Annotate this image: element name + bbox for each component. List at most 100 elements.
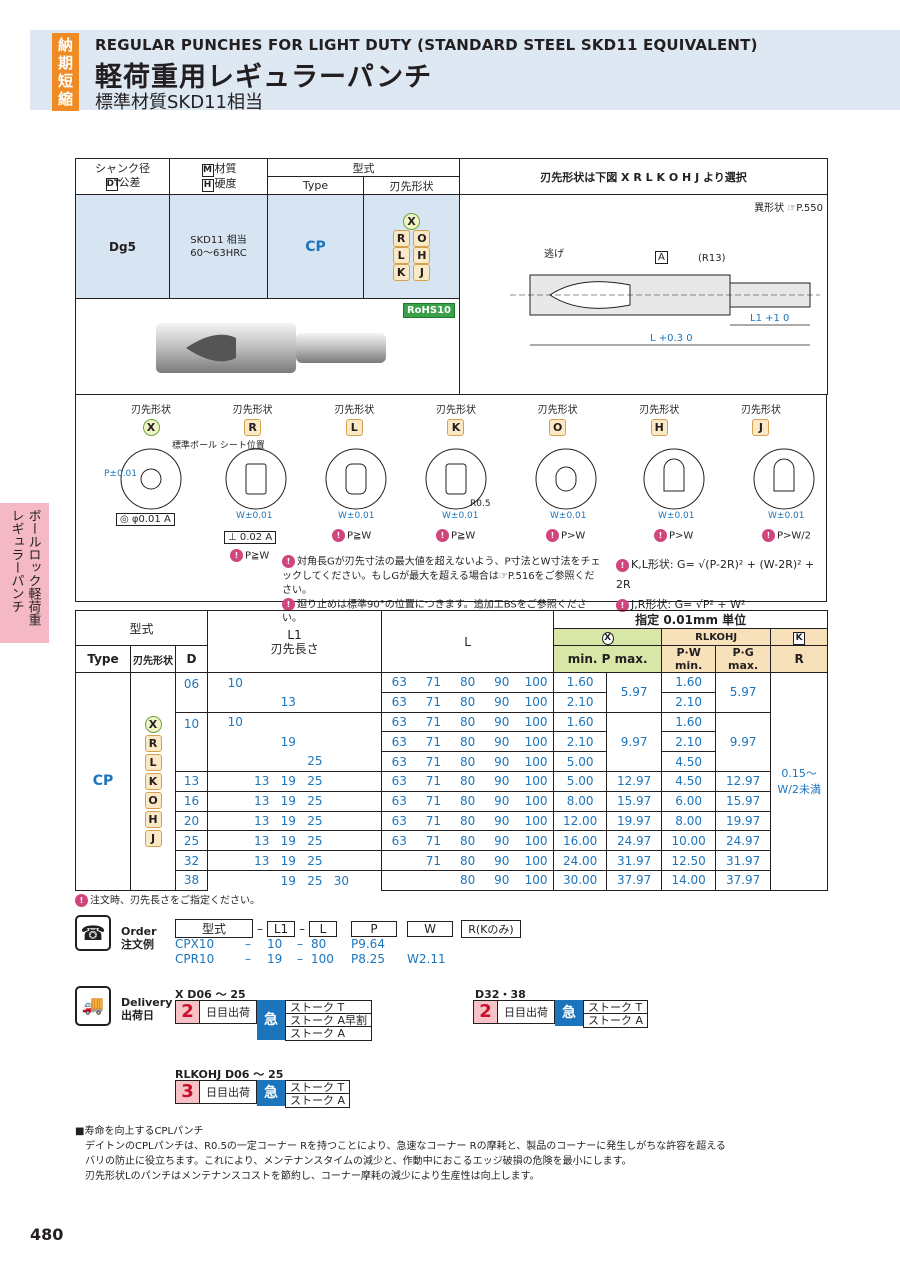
w-dim: W±0.01	[658, 511, 695, 521]
l-value: 80	[459, 833, 476, 848]
relief-label: 逃げ	[544, 249, 564, 260]
row-pwmin: 6.00	[661, 790, 717, 812]
l-value: 80	[459, 675, 476, 690]
hint-icon: !	[616, 558, 629, 572]
order-col: L1	[267, 920, 295, 937]
row-pwmin: 2.10	[661, 691, 717, 713]
l1-value	[328, 676, 355, 690]
l-value: 71	[425, 714, 442, 729]
w-dim: W±0.01	[442, 511, 479, 521]
hardness-value: 60～63HRC	[190, 247, 247, 259]
m-mark: M	[201, 163, 214, 177]
express-mark: 急	[257, 1000, 285, 1040]
shape-note-1: 対角長Gが刃先寸法の最大値を超えないよう、P寸法とW寸法をチェックしてください。…	[282, 556, 601, 596]
hint-icon: !	[762, 529, 775, 542]
row-shape-code: R	[144, 734, 162, 752]
stroke-a-early: ストーク A早割	[286, 1014, 372, 1027]
row-pgmax: 5.97	[715, 672, 772, 713]
l1-value	[355, 715, 382, 729]
shape-code-cell: X R O L H K J	[363, 194, 460, 299]
l1-value: 19	[280, 813, 296, 828]
material-value: SKD11 相当	[190, 234, 247, 246]
order-format: 型式– L1– L P W R(Kのみ)	[175, 919, 521, 938]
l1-value	[275, 754, 302, 768]
row-pwmin: 14.00	[661, 869, 717, 891]
l1-value	[328, 735, 355, 749]
w-dim: W±0.01	[768, 511, 805, 521]
l1-value	[302, 695, 329, 709]
l1-value	[355, 834, 382, 848]
delivery-g2-title: D32・38	[475, 988, 526, 1001]
days-label: 日目出荷	[206, 1006, 250, 1019]
l1-value	[355, 774, 382, 788]
l1-value: 25	[307, 833, 323, 848]
l-value: 71	[425, 695, 442, 710]
shape-code-k: K	[392, 263, 410, 281]
shape-label: 刃先形状	[740, 405, 781, 416]
l-value: 100	[524, 774, 548, 789]
express-mark: 急	[257, 1080, 285, 1106]
l-value: 90	[494, 714, 510, 729]
row-xmax: 24.97	[606, 830, 663, 852]
row-pwmin: 4.50	[661, 770, 717, 792]
l1-value	[222, 854, 249, 868]
l-value: 71	[425, 833, 442, 848]
hint-icon: !	[546, 529, 559, 542]
dimension-drawing-cell: 異形状 ☞P.550 逃げ (R13) A L1 +1 0 L +0.3 0	[459, 194, 828, 395]
cond-k: P≧W	[451, 530, 476, 542]
shape-label: 刃先形状	[232, 405, 273, 416]
order-col: P	[351, 920, 397, 937]
l-value: 80	[459, 813, 476, 828]
delivery-g1-title: X D06 ～ 25	[175, 988, 246, 1001]
row-d: 32	[174, 850, 209, 871]
shape-label: 刃先形状	[639, 405, 680, 416]
row-pwmin: 12.50	[661, 850, 717, 871]
row-d: 06	[174, 672, 209, 713]
stroke-a: ストーク A	[290, 1094, 346, 1107]
ex-l: 100	[311, 952, 334, 966]
punch-dimension-drawing	[510, 274, 820, 346]
l1-value: 19	[280, 873, 296, 888]
row-xmin: 16.00	[553, 830, 608, 852]
l1-value: 25	[307, 774, 323, 789]
row-l1: 10	[207, 672, 383, 693]
dim-head: 刃先形状は下図 X R L K O H J より選択	[459, 158, 828, 195]
shape-label: 刃先形状	[131, 405, 171, 416]
order-label-jp: 注文例	[121, 938, 154, 951]
row-xmax: 31.97	[606, 850, 663, 871]
l-value: 63	[391, 714, 407, 729]
shape-code-o: O	[413, 229, 431, 247]
table-footnote: 注文時、刃先長さをご指定ください。	[90, 895, 260, 907]
row-xmin: 8.00	[553, 790, 608, 812]
l1-value: 13	[254, 853, 270, 868]
shape-code-h: H	[413, 246, 431, 264]
header-band	[30, 30, 900, 110]
shape-label: 刃先形状	[435, 405, 476, 416]
row-type: CP	[75, 672, 131, 891]
row-pwmin: 4.50	[661, 751, 717, 772]
h-d: D	[174, 645, 209, 673]
row-d: 38	[174, 869, 209, 891]
l-value: 90	[494, 813, 510, 828]
phone-icon: ☎	[75, 915, 111, 951]
l1-value	[222, 794, 249, 808]
row-pgmax: 12.97	[715, 770, 772, 792]
order-label-en: Order	[121, 925, 157, 938]
l-value: 80	[459, 734, 476, 749]
l-value: 100	[524, 675, 548, 690]
l-value: 80	[459, 714, 476, 729]
